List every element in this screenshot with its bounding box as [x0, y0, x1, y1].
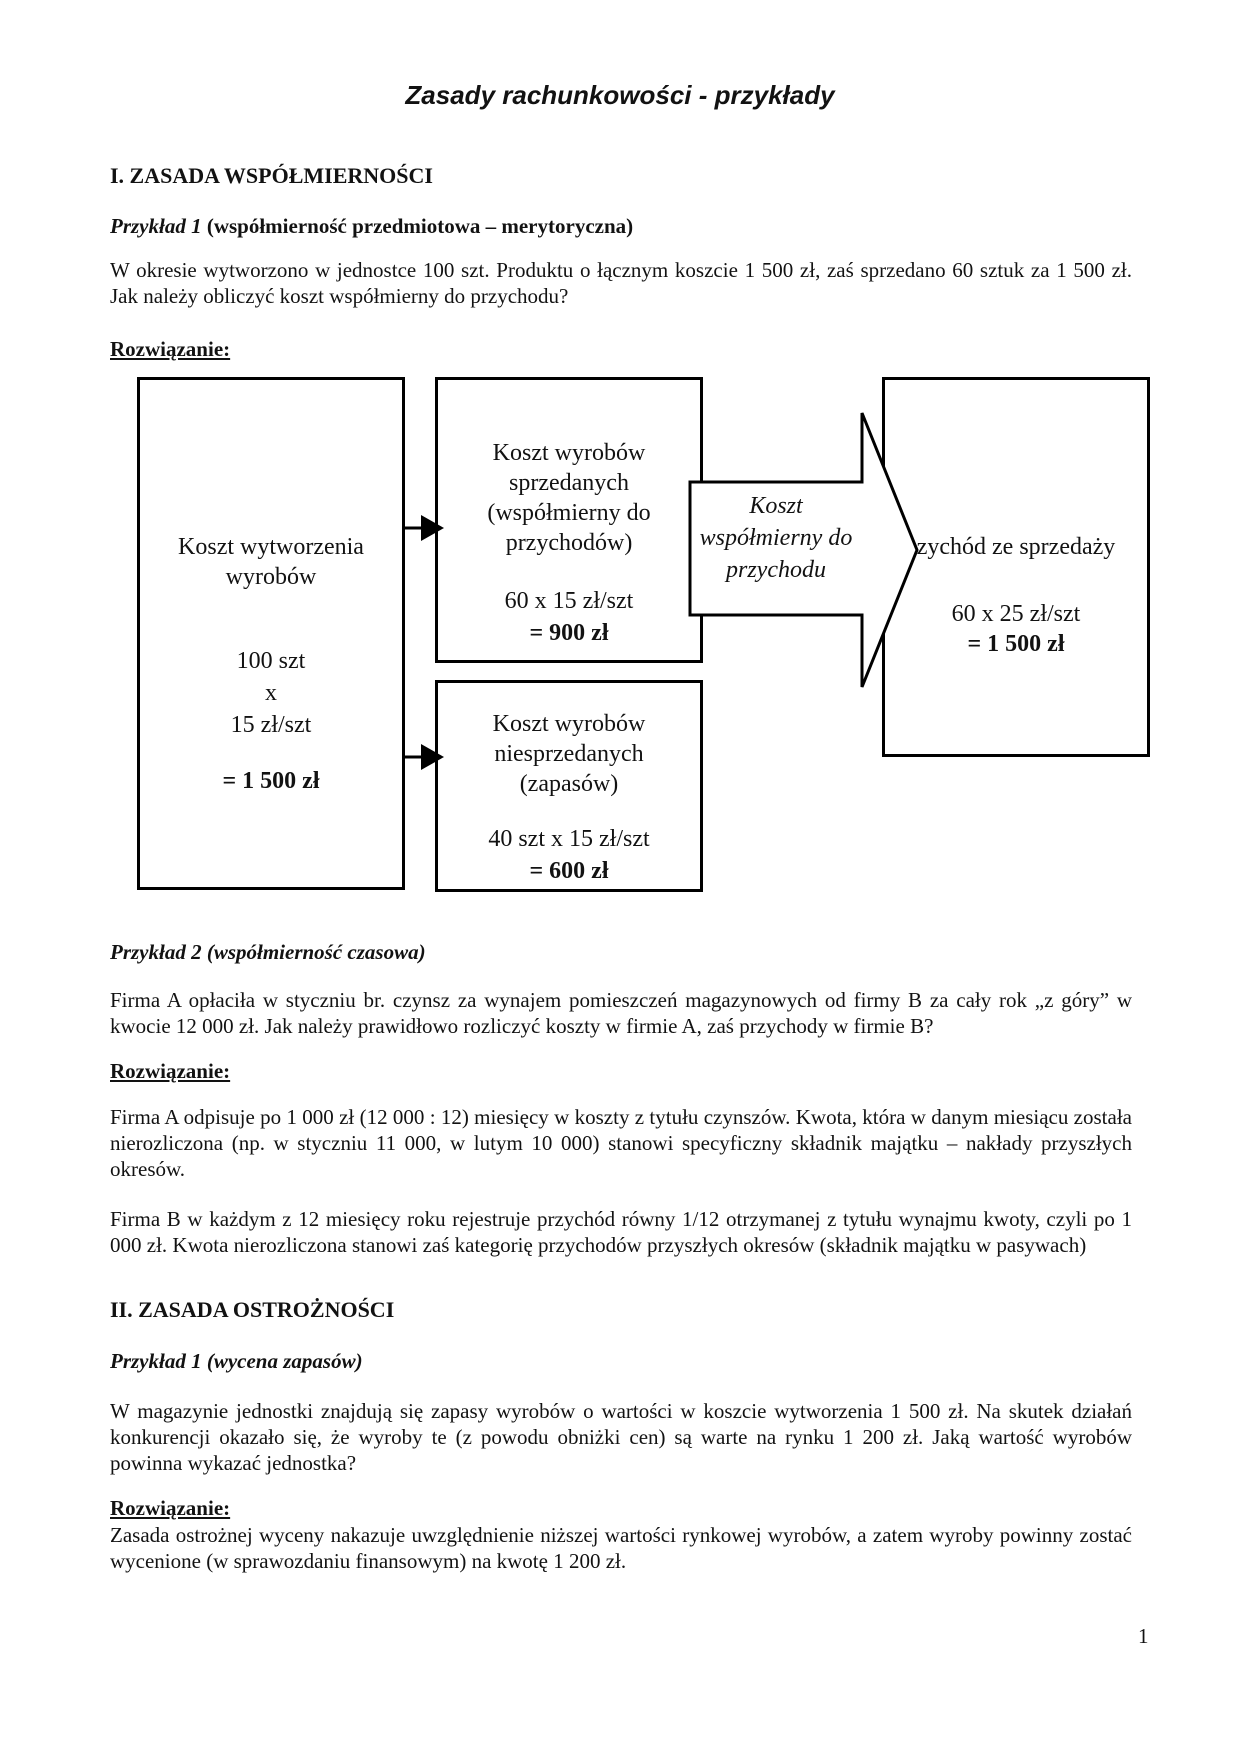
box-unsold-result: = 600 zł [529, 858, 609, 884]
box-revenue-calc-line: 60 x 25 zł/szt [951, 601, 1081, 627]
example-1-problem: W okresie wytworzono w jednostce 100 szt… [110, 258, 1132, 308]
page-number: 1 [1138, 1624, 1149, 1648]
example-1-label: Przykład 1 (współmierność przedmiotowa –… [110, 214, 1132, 239]
box-unsold-calc-line: 40 szt x 15 zł/szt [488, 826, 650, 852]
box-revenue-calc: 60 x 25 zł/szt = 1 500 zł [896, 599, 1136, 659]
box-production-title: Koszt wytworzenia wyrobów [178, 534, 364, 590]
solution-label-2: Rozwiązanie: [110, 1059, 231, 1083]
example-1-label-suffix: (współmierność przedmiotowa – merytorycz… [201, 214, 634, 238]
box-sold-calc: 60 x 15 zł/szt = 900 zł [449, 585, 689, 649]
box-unsold-calc: 40 szt x 15 zł/szt = 600 zł [449, 823, 689, 887]
box-production-calc-price: 15 zł/szt [230, 712, 312, 738]
box-production-calc-times: x [265, 680, 277, 706]
solution-label-1: Rozwiązanie: [110, 337, 231, 361]
box-production-result: = 1 500 zł [222, 768, 320, 794]
diagram-box-unsold: Koszt wyrobów niesprzedanych (zapasów) 4… [435, 680, 703, 892]
diagram-box-production: Koszt wytworzenia wyrobów 100 szt x 15 z… [137, 377, 405, 890]
section-1-heading: I. ZASADA WSPÓŁMIERNOŚCI [110, 163, 433, 188]
box-revenue-title: zychód ze sprzedaży [916, 534, 1116, 560]
section-2-example-1-label: Przykład 1 (wycena zapasów) [110, 1349, 363, 1373]
box-sold-result: = 900 zł [529, 620, 609, 646]
box-sold-calc-line: 60 x 15 zł/szt [504, 588, 634, 614]
section-2-heading: II. ZASADA OSTROŻNOŚCI [110, 1297, 395, 1322]
box-sold-title: Koszt wyrobów sprzedanych (współmierny d… [487, 440, 651, 556]
example-2-solution-p2: Firma B w każdym z 12 miesięcy roku reje… [110, 1207, 1132, 1257]
box-unsold-title: Koszt wyrobów niesprzedanych (zapasów) [492, 711, 646, 797]
section-2-solution: Zasada ostrożnej wyceny nakazuje uwzględ… [110, 1523, 1132, 1573]
example-2-problem: Firma A opłaciła w styczniu br. czynsz z… [110, 988, 1132, 1038]
block-arrow-label: Koszt współmierny do przychodu [699, 493, 853, 583]
example-2-label: Przykład 2 (współmierność czasowa) [110, 940, 426, 964]
page-title: Zasady rachunkowości - przykłady [405, 80, 835, 110]
solution-label-3: Rozwiązanie: [110, 1496, 231, 1520]
box-production-calc-qty: 100 szt [236, 648, 306, 674]
example-2-solution-p1: Firma A odpisuje po 1 000 zł (12 000 : 1… [110, 1105, 1132, 1181]
box-production-calc: 100 szt x 15 zł/szt [151, 645, 391, 741]
diagram-box-sold: Koszt wyrobów sprzedanych (współmierny d… [435, 377, 703, 663]
section-2-problem: W magazynie jednostki znajdują się zapas… [110, 1399, 1132, 1475]
example-1-label-name: Przykład 1 [110, 214, 202, 238]
diagram-box-revenue: zychód ze sprzedaży 60 x 25 zł/szt = 1 5… [882, 377, 1150, 757]
box-revenue-result: = 1 500 zł [967, 631, 1065, 657]
